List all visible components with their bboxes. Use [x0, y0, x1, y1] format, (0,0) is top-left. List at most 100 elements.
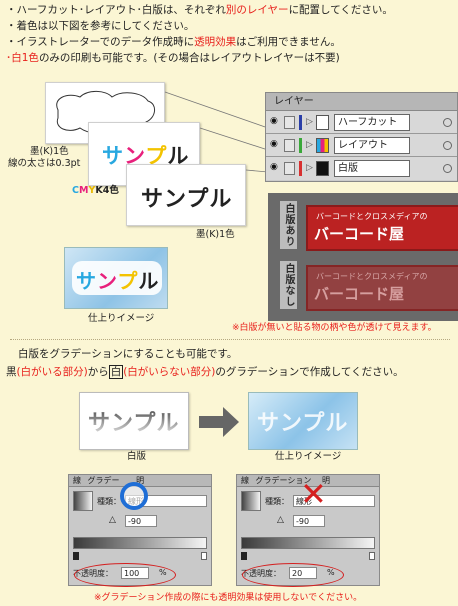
section2-black-note: (白がいる部分): [16, 366, 88, 378]
label-cmyk-y: Y: [88, 185, 96, 196]
label-with-white: 白版あり: [280, 201, 297, 249]
section2-from: から: [87, 366, 109, 378]
label-black-2: 墨(K)1色: [196, 229, 235, 240]
layer-thumbnail: [316, 115, 329, 130]
finish-sample-char-2: ン: [97, 269, 118, 293]
gradient-sample: サンプル: [88, 405, 179, 437]
layers-panel: レイヤー ◉ ▷ ハーフカット ◉ ▷ レイアウト ◉ ▷ 白版: [265, 92, 458, 182]
lock-toggle[interactable]: [284, 139, 295, 152]
sticker-with-white-main: バーコード屋: [314, 225, 405, 243]
color-stop-black[interactable]: [241, 552, 247, 560]
highlight-ellipse: [74, 563, 176, 587]
gradient-slider[interactable]: [73, 537, 207, 549]
eye-icon[interactable]: ◉: [270, 139, 278, 149]
target-circle-icon[interactable]: [443, 164, 452, 173]
section2-black: 黒: [6, 366, 17, 378]
section2-white-box: 白: [108, 365, 124, 379]
label-cmyk-m: M: [78, 185, 89, 196]
connector-lines: [164, 91, 269, 173]
photo-comparison: バーコードとクロスメディアの バーコード屋 バーコードとクロスメディアの バーコ…: [268, 193, 458, 321]
intro-line-1-highlight: 別のレイヤー: [225, 4, 289, 16]
gradient-preview-swatch[interactable]: [241, 491, 261, 511]
section2-line-2: 黒(白がいる部分)から白(白がいらない部分)のグラデーションで作成してください。: [6, 365, 404, 380]
section-divider: [10, 339, 450, 340]
sample-white-plate: サンプル: [141, 187, 233, 212]
finish-gradient-sample: サンプル: [257, 411, 349, 436]
finish-sample-char-1: サ: [76, 269, 97, 293]
angle-field[interactable]: -90: [125, 515, 157, 527]
layer-color-swatch: [299, 161, 302, 176]
layer-name[interactable]: レイアウト: [334, 137, 410, 154]
sticker-without-white-main: バーコード屋: [314, 285, 405, 303]
sample-cmyk-char-2: ン: [124, 144, 146, 168]
intro-line-1: ・ハーフカット･レイアウト･白版は、それぞれ別のレイヤーに配置してください。: [6, 3, 393, 18]
intro-line-2: ・着色は以下図を参考にしてください。: [6, 20, 195, 32]
finish-image: サンプル: [64, 247, 168, 309]
tab-transparency[interactable]: 明: [321, 476, 330, 485]
sticker-with-white: バーコードとクロスメディアの バーコード屋: [306, 205, 458, 251]
type-select[interactable]: 線形: [293, 495, 375, 507]
label-cmyk: CMYK4色: [72, 185, 119, 197]
highlight-ellipse: [242, 563, 344, 587]
expand-triangle-icon[interactable]: ▷: [306, 163, 313, 173]
expand-triangle-icon[interactable]: ▷: [306, 140, 313, 150]
finish-sample-char-4: ル: [138, 269, 160, 293]
intro-line-1-end: に配置してください。: [288, 4, 393, 16]
lock-toggle[interactable]: [284, 162, 295, 175]
finish-label: 仕上りイメージ: [88, 313, 155, 324]
color-stop-black[interactable]: [73, 552, 79, 560]
gradient-slider[interactable]: [241, 537, 375, 549]
lock-toggle[interactable]: [284, 116, 295, 129]
type-label: 種類：: [265, 497, 289, 506]
white-underlay: [72, 261, 162, 295]
sample-cmyk-char-4: ル: [167, 144, 190, 168]
layers-panel-title: レイヤー: [266, 93, 457, 111]
gradient-plate-card: サンプル: [79, 392, 189, 450]
label-cmyk-c: C: [72, 185, 79, 196]
intro-line-3-end: はご利用できません。: [236, 36, 341, 48]
arrow-right-icon: [199, 416, 225, 428]
intro-line-4: ･白1色のみの印刷も可能です。(その場合はレイアウトレイヤーは不要): [6, 51, 340, 66]
tab-stroke[interactable]: 線: [241, 476, 249, 485]
finish-sample-char-3: プ: [117, 269, 139, 293]
intro-line-4-highlight: ･白1色: [6, 52, 39, 64]
tab-stroke[interactable]: 線: [73, 476, 81, 485]
layer-row-white-plate[interactable]: ◉ ▷ 白版: [266, 157, 457, 180]
label-white-plate: 白版: [127, 451, 147, 462]
layer-thumbnail: [316, 161, 329, 176]
layer-name[interactable]: ハーフカット: [334, 114, 410, 131]
eye-icon[interactable]: ◉: [270, 116, 278, 126]
color-stop-white[interactable]: [201, 552, 207, 560]
footer-note: ※グラデーション作成の際にも透明効果は使用しないでください。: [94, 593, 363, 603]
label-black-1: 墨(K)1色: [30, 146, 69, 157]
gradient-preview-swatch[interactable]: [73, 491, 93, 511]
target-circle-icon[interactable]: [443, 141, 452, 150]
sample-cmyk-char-3: プ: [145, 144, 168, 168]
tab-transparency[interactable]: 明: [136, 476, 145, 485]
tab-gradient[interactable]: グラデーション: [255, 476, 312, 485]
halfcut-outline: [56, 90, 155, 134]
target-circle-icon[interactable]: [443, 118, 452, 127]
tab-gradient[interactable]: グラデー: [87, 476, 120, 485]
card-white-plate: [126, 164, 246, 226]
section2-end: のグラデーションで作成してください。: [215, 366, 404, 378]
label-finish-image-2: 仕上りイメージ: [275, 451, 342, 462]
intro-line-3-text: ・イラストレーターでのデータ作成時に: [6, 36, 195, 48]
layer-row-layout[interactable]: ◉ ▷ レイアウト: [266, 134, 457, 157]
angle-icon: △: [277, 515, 284, 525]
ok-circle-icon: [120, 482, 148, 510]
sample-cmyk: サンプル: [102, 140, 189, 170]
angle-icon: △: [109, 515, 116, 525]
eye-icon[interactable]: ◉: [270, 162, 278, 172]
layer-color-swatch: [299, 115, 302, 130]
ng-cross-icon: ✕: [300, 475, 327, 513]
layer-name[interactable]: 白版: [334, 160, 410, 177]
expand-triangle-icon[interactable]: ▷: [306, 117, 313, 127]
color-stop-white[interactable]: [369, 552, 375, 560]
finish-gradient-card: サンプル: [248, 392, 358, 450]
angle-field[interactable]: -90: [293, 515, 325, 527]
label-without-white: 白版なし: [280, 261, 297, 309]
layer-row-halfcut[interactable]: ◉ ▷ ハーフカット: [266, 111, 457, 134]
arrow-right-head-icon: [223, 407, 239, 437]
layer-thumbnail: [316, 138, 329, 153]
